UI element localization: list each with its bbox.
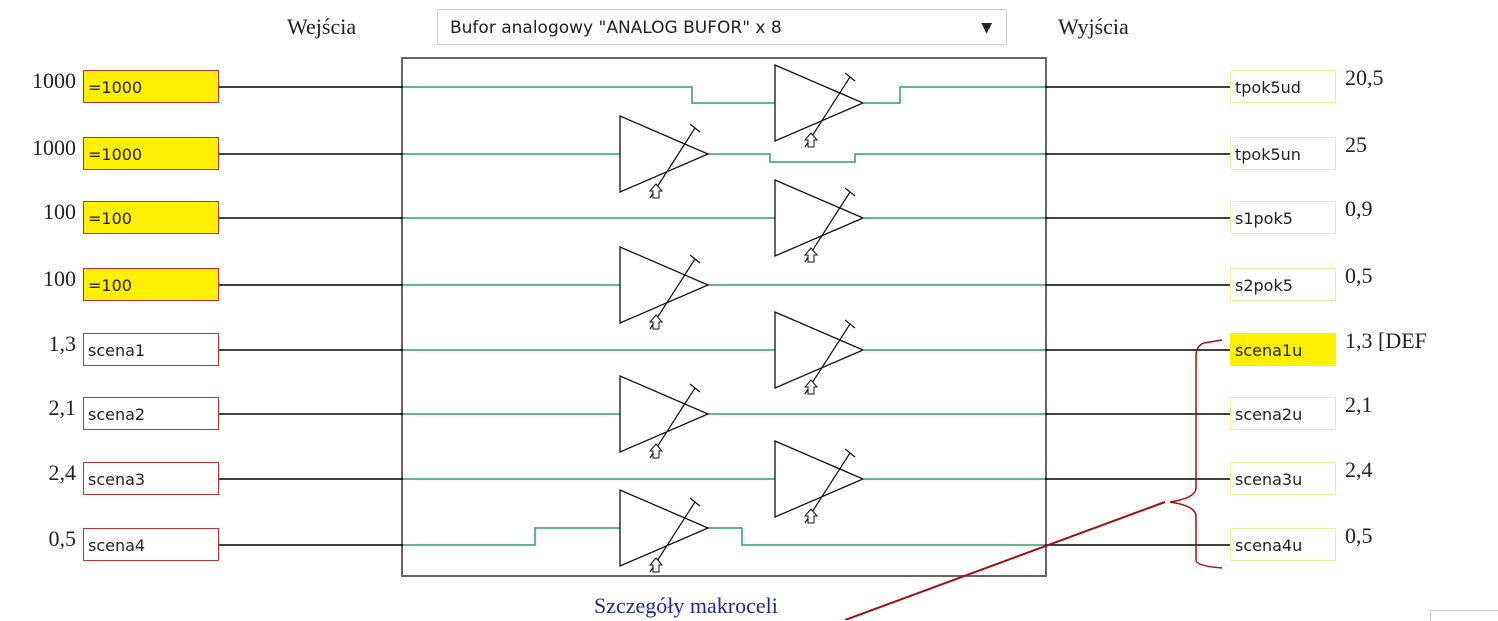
input-field[interactable]: =100 <box>83 268 219 301</box>
input-value: 1000 <box>32 68 76 93</box>
macro-select-value: Bufor analogowy "ANALOG BUFOR" x 8 <box>450 18 782 38</box>
input-field[interactable]: scena4 <box>83 528 219 561</box>
annotation-line <box>844 501 1166 620</box>
output-value: 0,9 <box>1345 196 1373 221</box>
output-field[interactable]: s1pok5 <box>1230 201 1336 234</box>
buffer-triangle <box>619 375 710 453</box>
up-arrow-icon <box>648 183 664 199</box>
macro-details-link[interactable]: Szczegóły makroceli <box>594 593 778 618</box>
buffer-diagonal-tick <box>689 254 701 264</box>
output-value: 0,5 <box>1345 263 1373 288</box>
buffer-triangle <box>619 489 710 567</box>
inputs-header: Wejścia <box>287 14 357 39</box>
output-field[interactable]: s2pok5 <box>1230 268 1336 301</box>
internal-wire <box>708 153 1045 163</box>
buffer-diagonal-tick <box>689 383 701 393</box>
up-arrow-icon <box>803 508 819 524</box>
up-arrow-icon <box>648 557 664 573</box>
internal-wire <box>403 86 775 104</box>
internal-wire <box>403 527 620 546</box>
up-arrow-icon <box>648 443 664 459</box>
input-value: 0,5 <box>48 526 77 551</box>
input-value: 100 <box>43 266 76 291</box>
buffer-triangle <box>774 440 865 518</box>
input-value: 100 <box>43 199 76 224</box>
output-value: 2,1 <box>1345 392 1373 417</box>
output-field[interactable]: scena2u <box>1230 397 1336 430</box>
input-field[interactable]: scena2 <box>83 397 219 430</box>
buffer-triangle <box>774 311 865 389</box>
output-field[interactable]: scena3u <box>1230 462 1336 495</box>
output-value: 2,4 <box>1345 457 1373 482</box>
input-field[interactable]: =1000 <box>83 70 219 103</box>
output-field[interactable]: scena1u <box>1230 333 1336 366</box>
input-value: 1000 <box>32 135 76 160</box>
input-value: 2,4 <box>48 460 77 485</box>
up-arrow-icon <box>803 247 819 263</box>
buffer-diagonal-tick <box>844 187 856 197</box>
outputs-header: Wyjścia <box>1058 14 1129 39</box>
corner-control <box>1430 610 1498 621</box>
input-value: 2,1 <box>48 395 77 420</box>
buffer-diagonal-tick <box>689 123 701 133</box>
input-value: 1,3 <box>48 331 77 356</box>
up-arrow-icon <box>803 132 819 148</box>
output-field[interactable]: tpok5ud <box>1230 70 1336 103</box>
input-field[interactable]: =1000 <box>83 137 219 170</box>
output-field[interactable]: scena4u <box>1230 528 1336 561</box>
input-field[interactable]: =100 <box>83 201 219 234</box>
macro-select[interactable]: Bufor analogowy "ANALOG BUFOR" x 8 ▼ <box>437 9 1007 45</box>
chevron-down-icon[interactable]: ▼ <box>981 20 992 36</box>
internal-wire <box>864 86 1045 104</box>
buffer-triangle <box>619 115 710 193</box>
buffer-diagonal-tick <box>844 319 856 329</box>
output-value: 25 <box>1345 132 1367 157</box>
internal-wire <box>708 527 1045 546</box>
buffer-triangle <box>774 179 865 257</box>
output-field[interactable]: tpok5un <box>1230 137 1336 170</box>
output-value: 20,5 <box>1345 65 1384 90</box>
macro-cell-frame <box>401 57 1047 577</box>
up-arrow-icon <box>803 379 819 395</box>
annotation-brace <box>1169 339 1223 569</box>
input-field[interactable]: scena1 <box>83 333 219 366</box>
input-field[interactable]: scena3 <box>83 462 219 495</box>
up-arrow-icon <box>648 314 664 330</box>
buffer-triangle <box>774 64 865 142</box>
output-value: 1,3 [DEF <box>1345 328 1427 353</box>
buffer-diagonal-tick <box>844 448 856 458</box>
buffer-diagonal-tick <box>844 72 856 82</box>
output-value: 0,5 <box>1345 523 1373 548</box>
buffer-triangle <box>619 246 710 324</box>
buffer-diagonal-tick <box>689 497 701 507</box>
